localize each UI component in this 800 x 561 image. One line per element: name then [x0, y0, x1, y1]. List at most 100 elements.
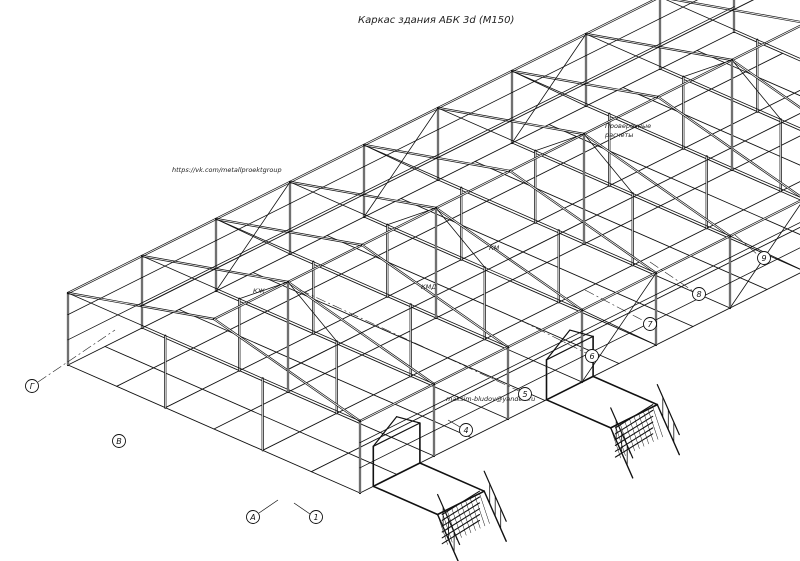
- svg-text:4: 4: [463, 426, 468, 435]
- stair-hatch: [441, 511, 453, 543]
- porch-platform: [592, 375, 659, 406]
- axis-marker-4: 4: [447, 419, 473, 437]
- axis-marker-a: А: [246, 499, 279, 524]
- floor-joist: [622, 87, 800, 166]
- brace: [511, 70, 587, 107]
- ridge-beam: [213, 25, 800, 320]
- porch-roof-rafter: [569, 329, 594, 337]
- strut: [287, 281, 338, 342]
- wall-rail: [67, 0, 699, 316]
- tie-beam: [67, 292, 361, 422]
- axis-marker-9: 9: [734, 234, 771, 265]
- stair-hatch: [479, 493, 490, 524]
- stair-hatch: [647, 409, 659, 440]
- strut: [731, 59, 782, 120]
- stair-hatch: [474, 495, 486, 527]
- floor-beam: [359, 272, 800, 494]
- stair-step: [441, 496, 481, 521]
- axis-marker-5: 5: [299, 289, 532, 401]
- eave-beam: [359, 200, 800, 422]
- svg-text:5: 5: [522, 390, 527, 399]
- axis-marker-v: В: [112, 434, 126, 448]
- stair-hatch: [465, 500, 476, 531]
- note-checks-line1: Проверочные: [605, 122, 651, 130]
- svg-text:7: 7: [647, 320, 653, 329]
- porch-roof-beam: [372, 422, 421, 447]
- steel-frame-structure: [66, 0, 800, 495]
- email-label: maksim-bludov@yandex.ru: [446, 395, 535, 403]
- porch-platform: [545, 398, 612, 429]
- stair-hatch: [451, 507, 462, 538]
- axis-marker-6: 6: [519, 319, 599, 363]
- svg-text:6: 6: [589, 352, 594, 361]
- stair-hatch: [629, 418, 640, 449]
- floor-joist: [548, 124, 800, 236]
- strut: [435, 207, 486, 268]
- entrance-stairs: [372, 329, 680, 561]
- tie-beam: [215, 218, 509, 348]
- floor-beam: [67, 31, 735, 366]
- axis-marker-g: Г: [25, 329, 116, 393]
- purlin: [140, 0, 755, 307]
- floor-beam: [262, 181, 800, 451]
- porch-roof-rafter: [372, 416, 398, 447]
- strut: [534, 133, 585, 152]
- purlin: [286, 112, 800, 371]
- eave-beam: [66, 0, 657, 295]
- brace: [215, 218, 291, 255]
- strut: [238, 281, 289, 300]
- tie-beam: [363, 144, 657, 274]
- stair-step: [441, 502, 481, 527]
- eave-beam: [67, 0, 655, 294]
- brace: [363, 144, 439, 181]
- stair-hatch: [652, 406, 663, 438]
- svg-text:9: 9: [761, 254, 766, 263]
- wall-rail: [359, 222, 800, 444]
- porch-roof-rafter: [396, 416, 421, 424]
- porch-platform: [545, 375, 594, 401]
- stair-hatch: [615, 425, 626, 456]
- strut: [386, 207, 437, 226]
- stair-step: [614, 433, 654, 458]
- porch-platform: [372, 462, 421, 488]
- brace: [581, 309, 657, 346]
- stair-hatch: [638, 413, 649, 445]
- stair-hatch: [624, 420, 635, 452]
- stair-hatch: [460, 502, 472, 534]
- strut: [583, 133, 634, 194]
- wall-rail: [359, 247, 800, 469]
- floor-beam: [116, 52, 784, 387]
- porch-roof-rafter: [545, 329, 571, 361]
- svg-text:Г: Г: [30, 382, 35, 391]
- note-checks-line2: расчеты: [604, 131, 633, 139]
- floor-beam: [164, 89, 800, 409]
- section-label-kzh: КЖ: [253, 287, 266, 295]
- porch-platform: [372, 485, 439, 516]
- svg-text:А: А: [249, 513, 255, 522]
- floor-beam: [213, 135, 800, 430]
- stair-hatch: [469, 497, 481, 529]
- svg-text:1: 1: [313, 513, 318, 522]
- wall-rail: [67, 6, 735, 341]
- svg-text:В: В: [116, 437, 122, 446]
- floor-beam: [310, 226, 800, 473]
- tie-beam: [665, 0, 800, 59]
- porch-roof-beam: [545, 335, 594, 361]
- rafter: [730, 58, 800, 109]
- section-label-kmd: КМД: [421, 283, 436, 291]
- section-label-km: КМ: [489, 244, 500, 252]
- vk-link[interactable]: https://vk.com/metallproektgroup: [172, 166, 282, 174]
- stair-step: [614, 415, 654, 441]
- stair-hatch: [643, 411, 654, 442]
- stair-hatch: [633, 416, 645, 447]
- floor-joist: [659, 68, 800, 131]
- tie-beam: [511, 70, 800, 198]
- rafter: [731, 59, 800, 108]
- axis-marker-1: 1: [293, 502, 323, 524]
- stair-hatch: [455, 504, 467, 536]
- drawing-title: Каркас здания АБК 3d (М150): [358, 15, 514, 26]
- axis-marker-7: 7: [584, 289, 657, 331]
- svg-text:8: 8: [696, 290, 701, 299]
- axis-marker-8: 8: [649, 261, 706, 301]
